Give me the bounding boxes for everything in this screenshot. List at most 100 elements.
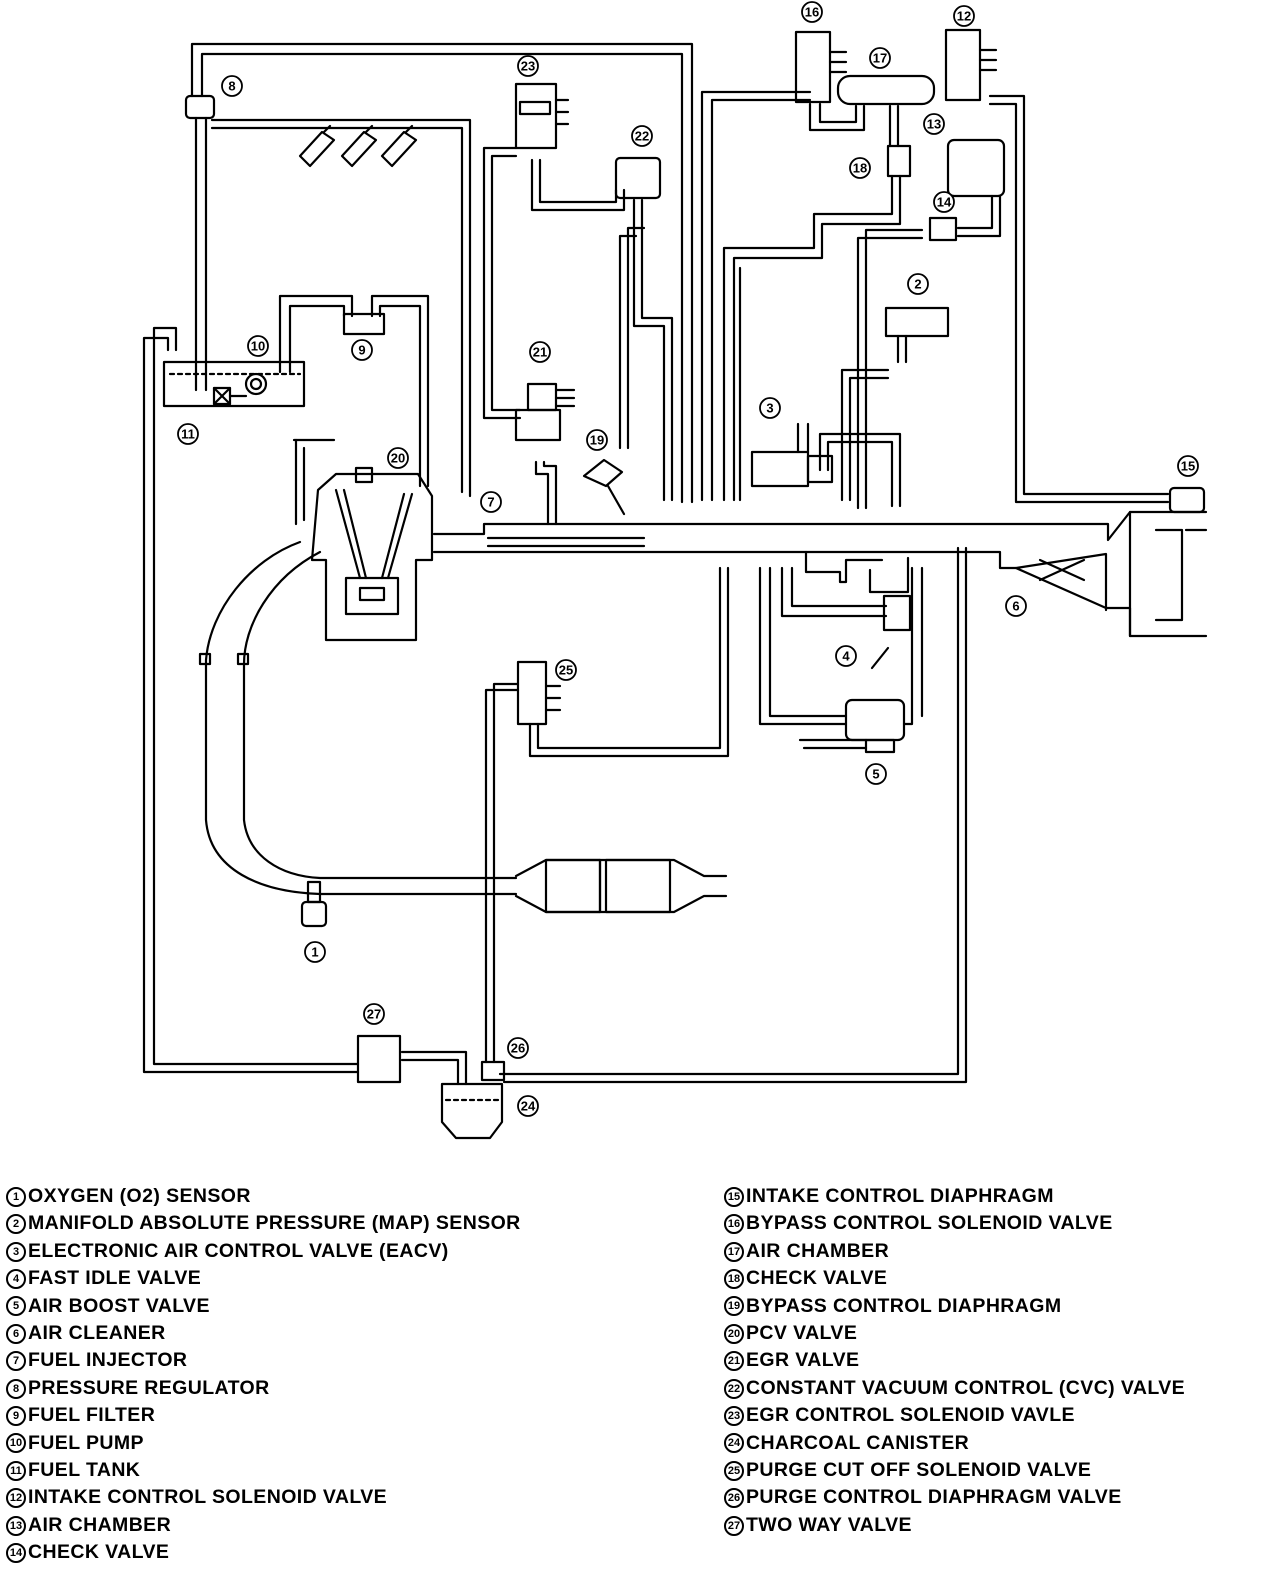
callout-circle <box>1177 455 1199 477</box>
callout-circle <box>177 423 199 445</box>
legend-label: INTAKE CONTROL SOLENOID VALVE <box>28 1486 388 1509</box>
callout-circle <box>835 645 857 667</box>
callout-number: 11 <box>181 427 195 442</box>
callout-number: 12 <box>957 9 971 24</box>
callout-17: 17 <box>869 47 891 69</box>
legend-label: FAST IDLE VALVE <box>28 1267 202 1290</box>
callout-number: 22 <box>635 129 649 144</box>
callout-circle <box>865 763 887 785</box>
legend-label: EGR CONTROL SOLENOID VAVLE <box>746 1404 1075 1427</box>
legend-number-badge: 9 <box>6 1405 26 1426</box>
legend-number-badge: 11 <box>6 1460 26 1481</box>
callout-circle <box>759 397 781 419</box>
legend-number-badge: 17 <box>724 1241 744 1262</box>
callout-number: 19 <box>590 433 604 448</box>
legend-number-badge: 22 <box>724 1378 744 1399</box>
callout-18: 18 <box>849 157 871 179</box>
callout-circle <box>304 941 326 963</box>
callout-circle <box>907 273 929 295</box>
callout-number: 10 <box>251 339 265 354</box>
callout-number: 13 <box>927 117 941 132</box>
callout-circle <box>923 113 945 135</box>
callout-circle <box>480 491 502 513</box>
callout-4: 4 <box>835 645 857 667</box>
callout-circle <box>351 339 373 361</box>
legend-number-badge: 20 <box>724 1323 744 1344</box>
callout-number: 25 <box>559 663 573 678</box>
callout-8: 8 <box>221 75 243 97</box>
legend-label: AIR CHAMBER <box>746 1239 890 1262</box>
legend-label: CHARCOAL CANISTER <box>746 1431 970 1454</box>
callout-25: 25 <box>555 659 577 681</box>
callout-19: 19 <box>586 429 608 451</box>
components <box>162 28 1206 1140</box>
callout-16: 16 <box>801 1 823 23</box>
callout-12: 12 <box>953 5 975 27</box>
legend-number-badge: 14 <box>6 1542 26 1563</box>
callout-circle <box>221 75 243 97</box>
callout-number: 7 <box>487 495 494 510</box>
callout-circle <box>586 429 608 451</box>
callout-24: 24 <box>517 1095 539 1117</box>
callout-circle <box>1005 595 1027 617</box>
callout-circle <box>387 447 409 469</box>
callout-circle <box>517 55 539 77</box>
callout-circle <box>869 47 891 69</box>
emission-hose-diagram: 1234567891011121314151617181920212223242… <box>142 1 1208 1140</box>
callout-number: 18 <box>853 161 867 176</box>
legend-number-badge: 25 <box>724 1460 744 1481</box>
legend-number-badge: 19 <box>724 1296 744 1317</box>
callout-number: 8 <box>228 79 235 94</box>
callout-circle <box>555 659 577 681</box>
callout-7: 7 <box>480 491 502 513</box>
callout-circle <box>517 1095 539 1117</box>
callout-number: 17 <box>873 51 887 66</box>
callout-13: 13 <box>923 113 945 135</box>
callout-2: 2 <box>907 273 929 295</box>
callout-26: 26 <box>507 1037 529 1059</box>
callout-1: 1 <box>304 941 326 963</box>
callout-circle <box>933 191 955 213</box>
legend-label: CHECK VALVE <box>28 1541 170 1564</box>
legend-label: ELECTRONIC AIR CONTROL VALVE (EACV) <box>28 1239 449 1262</box>
legend-label: PURGE CONTROL DIAPHRAGM VALVE <box>746 1486 1122 1509</box>
callout-number: 2 <box>914 277 921 292</box>
legend-label: FUEL INJECTOR <box>28 1349 188 1372</box>
legend-label: INTAKE CONTROL DIAPHRAGM <box>746 1185 1054 1207</box>
callout-circle <box>247 335 269 357</box>
callout-circle <box>953 5 975 27</box>
pressure-regulator <box>184 94 216 120</box>
callout-number: 20 <box>391 451 405 466</box>
legend-label: TWO WAY VALVE <box>746 1513 912 1536</box>
legend-label: CONSTANT VACUUM CONTROL (CVC) VALVE <box>746 1376 1186 1399</box>
callout-27: 27 <box>363 1003 385 1025</box>
legend-label: FUEL PUMP <box>28 1431 144 1454</box>
legend-label: BYPASS CONTROL DIAPHRAGM <box>746 1294 1062 1317</box>
legend-number-badge: 24 <box>724 1433 744 1454</box>
callout-number: 15 <box>1181 459 1195 474</box>
callout-number: 14 <box>937 195 952 210</box>
legend-number-badge: 13 <box>6 1515 26 1536</box>
injectors <box>298 124 418 168</box>
legend-number-badge: 23 <box>724 1405 744 1426</box>
legend-label: OXYGEN (O2) SENSOR <box>28 1185 251 1207</box>
callout-23: 23 <box>517 55 539 77</box>
callout-circle <box>849 157 871 179</box>
hoses <box>142 42 1170 1086</box>
